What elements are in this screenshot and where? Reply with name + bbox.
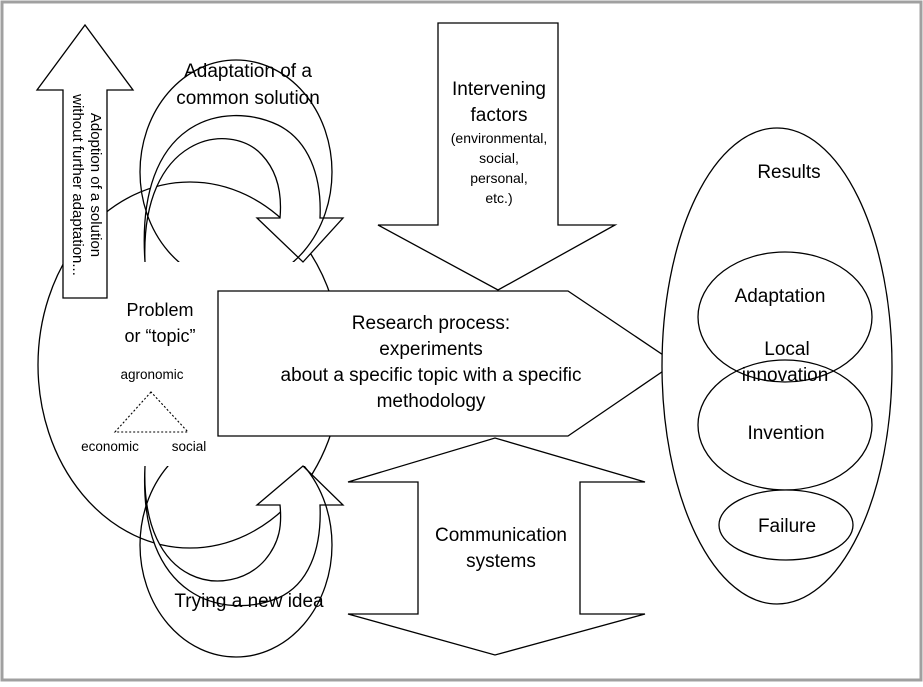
research-line-2: experiments	[379, 339, 483, 360]
intervening-factors-arrow	[377, 22, 618, 291]
adoption-label-line-2: without further adaptation...	[69, 93, 86, 276]
results-ellipse	[661, 127, 893, 605]
result-failure: Failure	[758, 516, 816, 537]
problem-label-line-1: Problem	[126, 300, 193, 320]
intervening-detail-line-2: social,	[479, 150, 519, 166]
intervening-detail-line-4: etc.)	[485, 190, 512, 206]
communication-line-1: Communication	[435, 525, 567, 546]
result-local-innovation-line-1: Local	[764, 339, 809, 360]
intervening-detail-line-1: (environmental,	[451, 130, 548, 146]
adoption-arrow-label: Adoption of a solution without further a…	[69, 93, 104, 276]
adaptation-loop-arrow	[139, 59, 345, 263]
research-line-4: methodology	[377, 391, 486, 412]
problem-label-line-2: or “topic”	[124, 326, 195, 346]
triangle-top-label: agronomic	[120, 367, 183, 382]
adoption-up-arrow	[35, 23, 135, 299]
result-adaptation: Adaptation	[735, 286, 826, 307]
communication-systems-arrow	[347, 437, 646, 656]
adaptation-loop-label-line-2: common solution	[176, 88, 320, 109]
new-idea-loop-arrow	[139, 465, 345, 658]
intervening-title-line-2: factors	[470, 105, 527, 126]
research-line-3: about a specific topic with a specific	[281, 365, 582, 386]
research-line-1: Research process:	[352, 313, 510, 334]
results-title: Results	[757, 162, 820, 183]
intervening-title-line-1: Intervening	[452, 79, 546, 100]
communication-line-2: systems	[466, 551, 536, 572]
triangle-right-label: social	[172, 439, 207, 454]
triangle-left-label: economic	[81, 439, 139, 454]
intervening-detail-line-3: personal,	[470, 170, 528, 186]
adaptation-circle	[697, 251, 873, 383]
result-local-innovation-line-2: innovation	[742, 365, 829, 386]
research-process-arrow	[217, 290, 677, 437]
new-idea-label: Trying a new idea	[174, 591, 324, 612]
result-invention: Invention	[747, 423, 824, 444]
failure-ellipse	[718, 489, 854, 561]
adoption-label-line-1: Adoption of a solution	[87, 113, 104, 257]
adaptation-loop-label-line-1: Adaptation of a	[184, 61, 312, 82]
